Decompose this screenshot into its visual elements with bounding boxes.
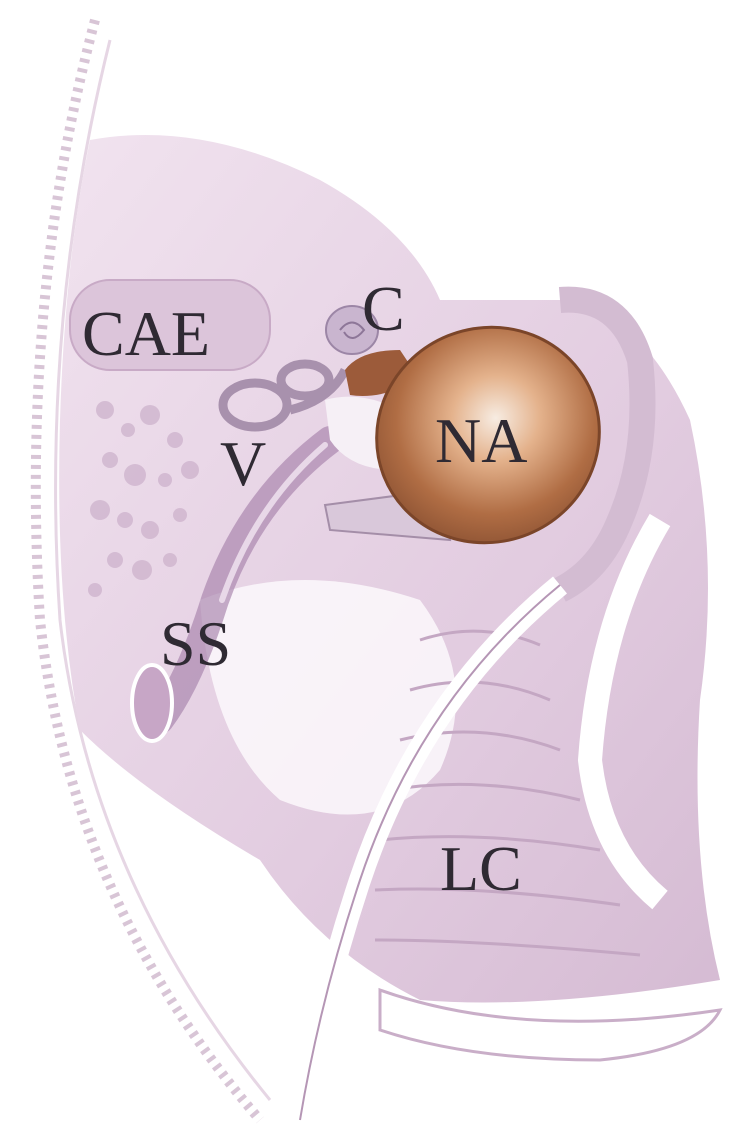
label-lc: LC — [440, 833, 522, 904]
label-ss: SS — [160, 608, 231, 679]
label-cae: CAE — [82, 298, 210, 369]
label-c: C — [362, 273, 405, 344]
label-v: V — [220, 428, 266, 499]
label-na: NA — [435, 405, 527, 476]
